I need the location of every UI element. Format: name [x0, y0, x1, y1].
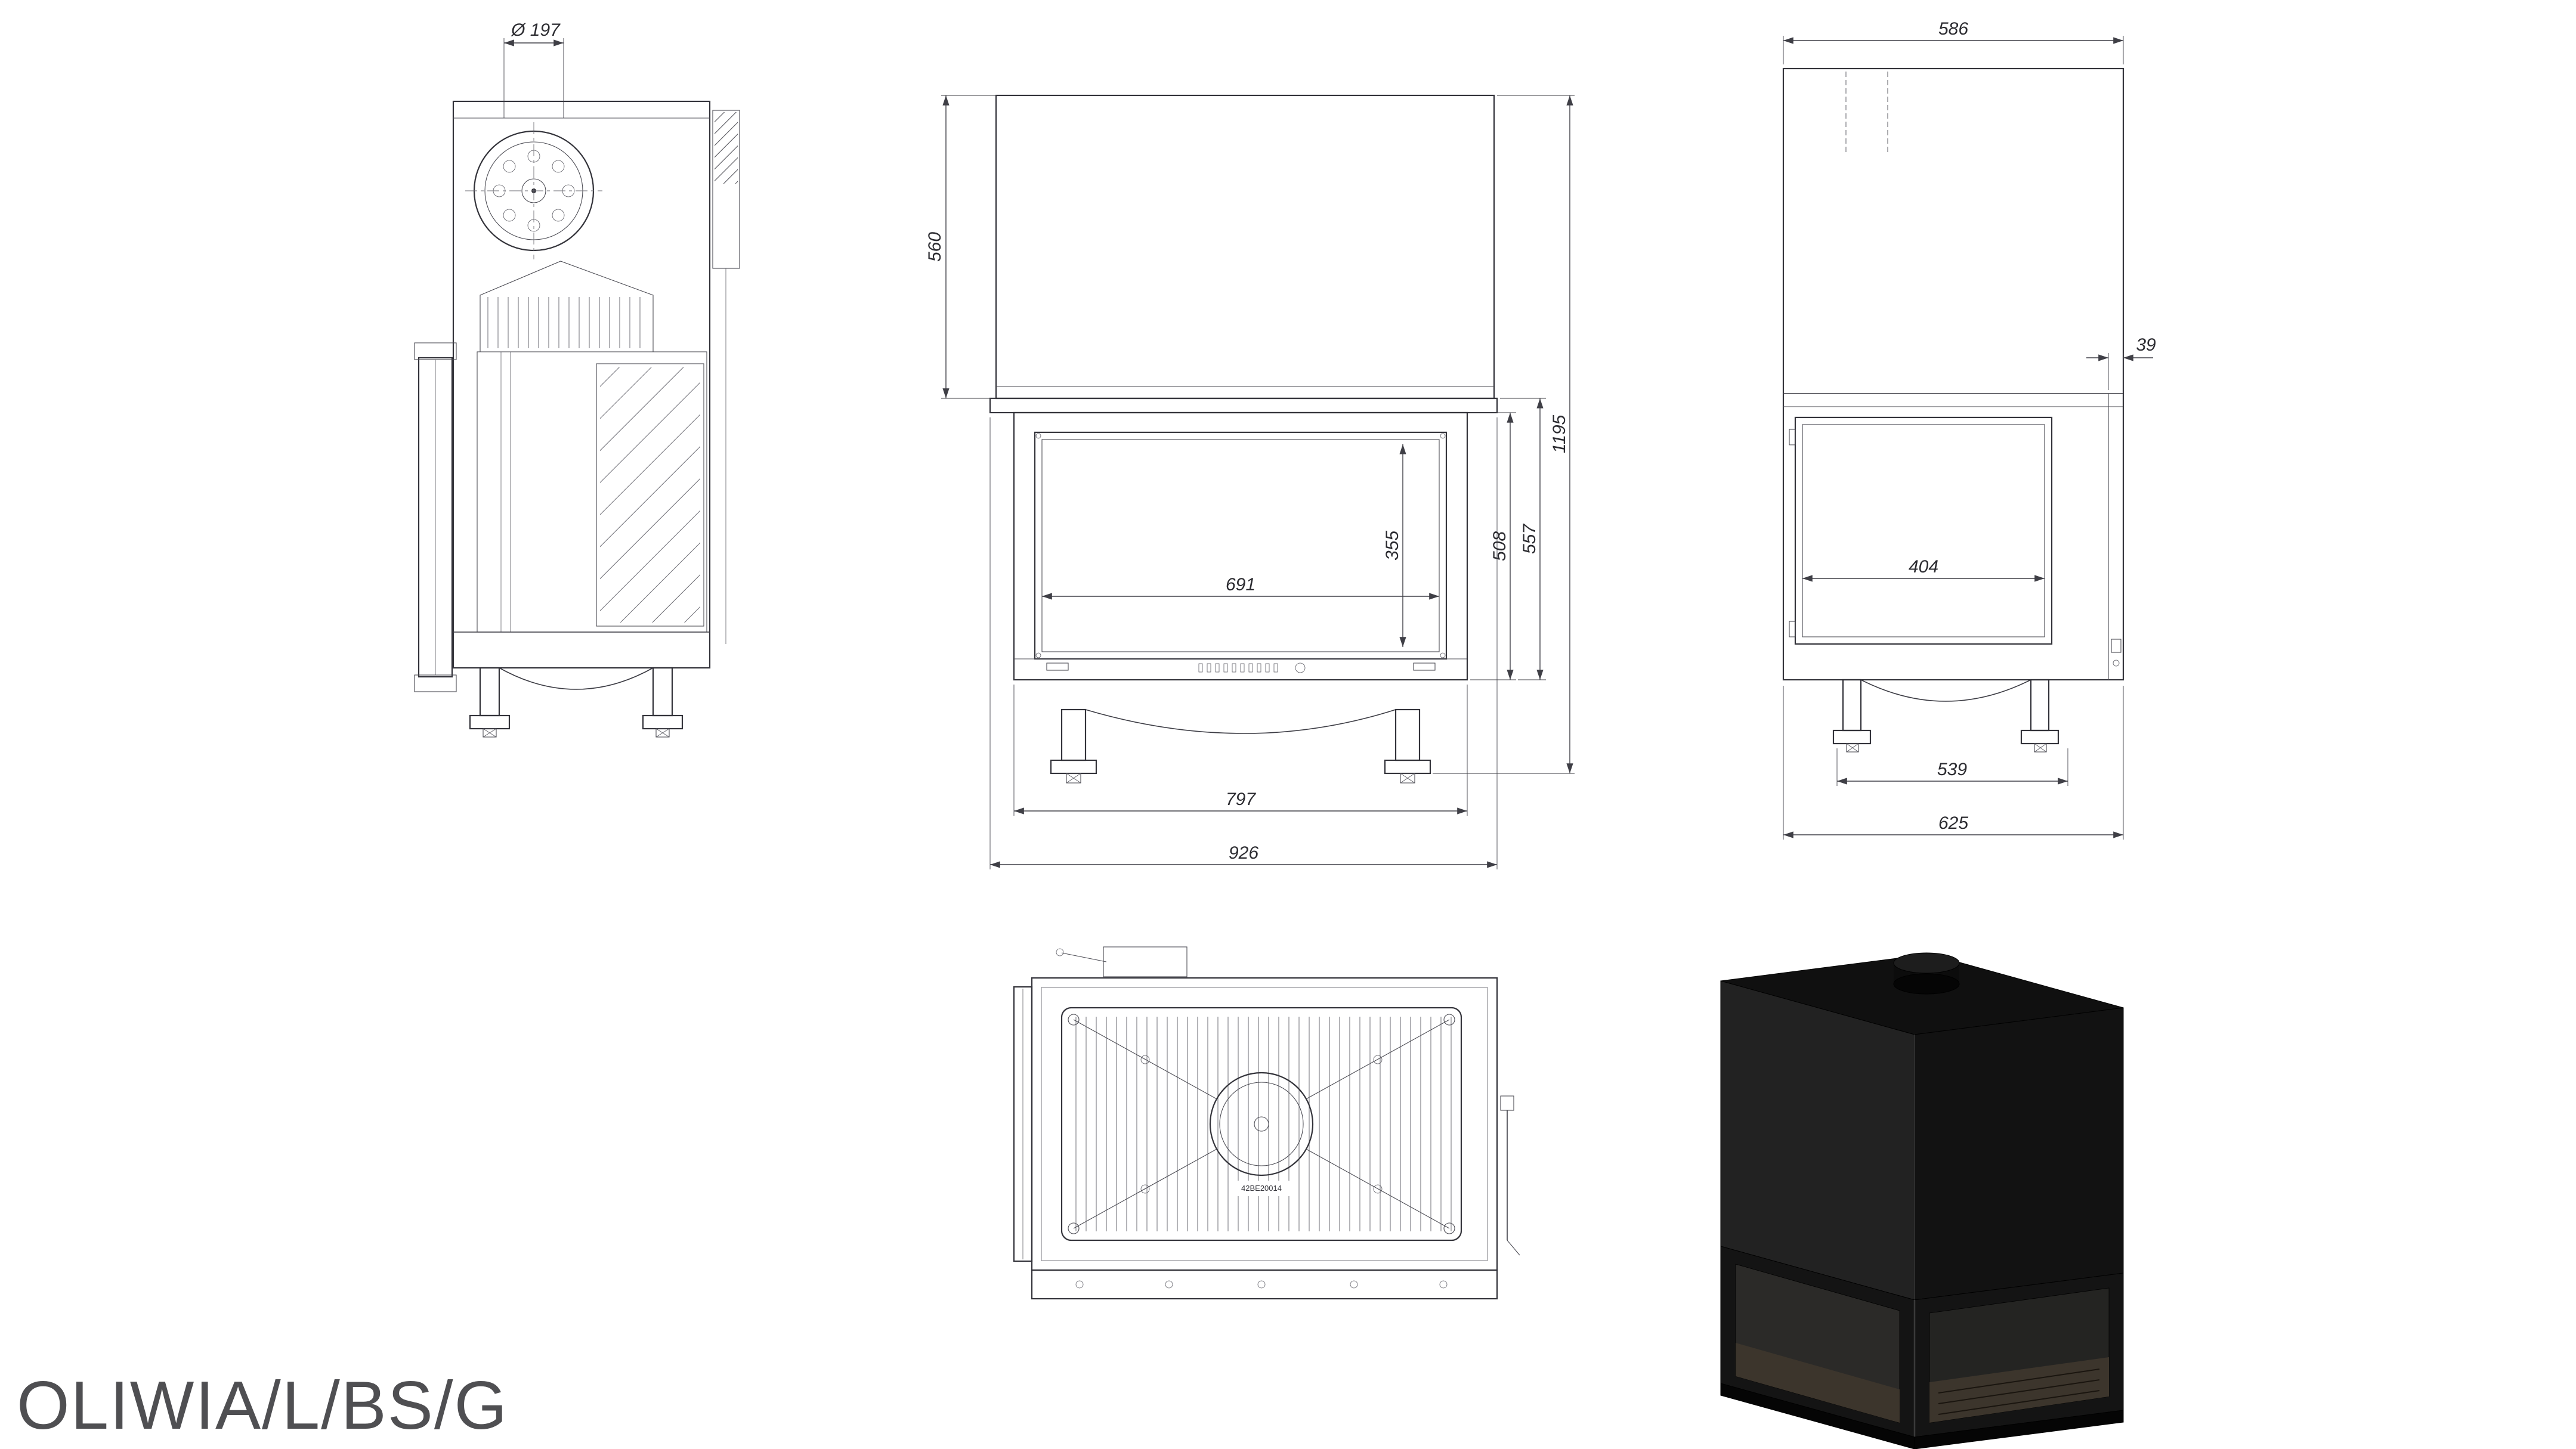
right-bracket: [712, 110, 740, 644]
dim-hood-height: 560: [925, 232, 945, 262]
plan-technical-view: 42BE20014: [1013, 946, 1520, 1300]
left-glass-strip: [414, 342, 457, 692]
render-3d-view: [1720, 952, 2124, 1449]
dim-glass-width: 691: [1226, 575, 1255, 595]
dim-top-depth: 586: [1938, 19, 1968, 39]
air-control-band: [1014, 658, 1467, 673]
dim-total-height: 1195: [1550, 414, 1569, 453]
side-glass-section: [596, 363, 704, 627]
base-and-legs: [453, 631, 710, 738]
part-number-label: 42BE20014: [1241, 1184, 1282, 1193]
door-handle-lever: [1500, 1095, 1520, 1256]
dim-frame-offset: 39: [2136, 335, 2156, 355]
front-dimensions: 560 355 691 508 557 1195 797 926: [925, 95, 1575, 869]
dim-total-depth: 625: [1938, 813, 1968, 833]
dim-flue-diameter: Ø 197: [511, 20, 561, 40]
base-and-legs: [1050, 708, 1431, 784]
heat-exchanger-fins: [480, 261, 654, 352]
side-technical-view: 586 39 404 539 625: [1782, 19, 2156, 840]
flue-diameter-dimension: Ø 197: [503, 20, 564, 118]
hood: [989, 94, 1498, 414]
base-3d: [1720, 1383, 2124, 1449]
firebox-3d: [1720, 1246, 2124, 1438]
dim-glass-height: 355: [1383, 531, 1402, 561]
side-glass-window: [1789, 416, 2122, 667]
damper-assembly: [1056, 946, 1188, 977]
dim-base-depth: 539: [1937, 760, 1967, 779]
flue-fan-assembly: [465, 122, 602, 259]
dim-body-height: 557: [1520, 524, 1539, 554]
side-dimensions: 586 39 404 539 625: [1783, 19, 2156, 840]
dim-firebox-height: 508: [1490, 531, 1510, 561]
grate-plate: 42BE20014: [1060, 1007, 1462, 1241]
flue-collar-3d: [1893, 952, 1960, 995]
left-technical-view: Ø 197: [414, 20, 740, 738]
hood-3d: [1720, 953, 2124, 1301]
dim-side-glass-width: 404: [1909, 557, 1938, 577]
dim-total-width: 926: [1229, 843, 1258, 863]
base-and-legs: [1832, 679, 2059, 753]
side-body-outline: [1782, 67, 2124, 681]
dim-firebox-width: 797: [1226, 789, 1256, 809]
front-technical-view: 560 355 691 508 557 1195 797 926: [925, 94, 1575, 869]
plan-body: [1013, 977, 1498, 1300]
product-model-title: OLIWIA/L/BS/G: [17, 1368, 509, 1444]
